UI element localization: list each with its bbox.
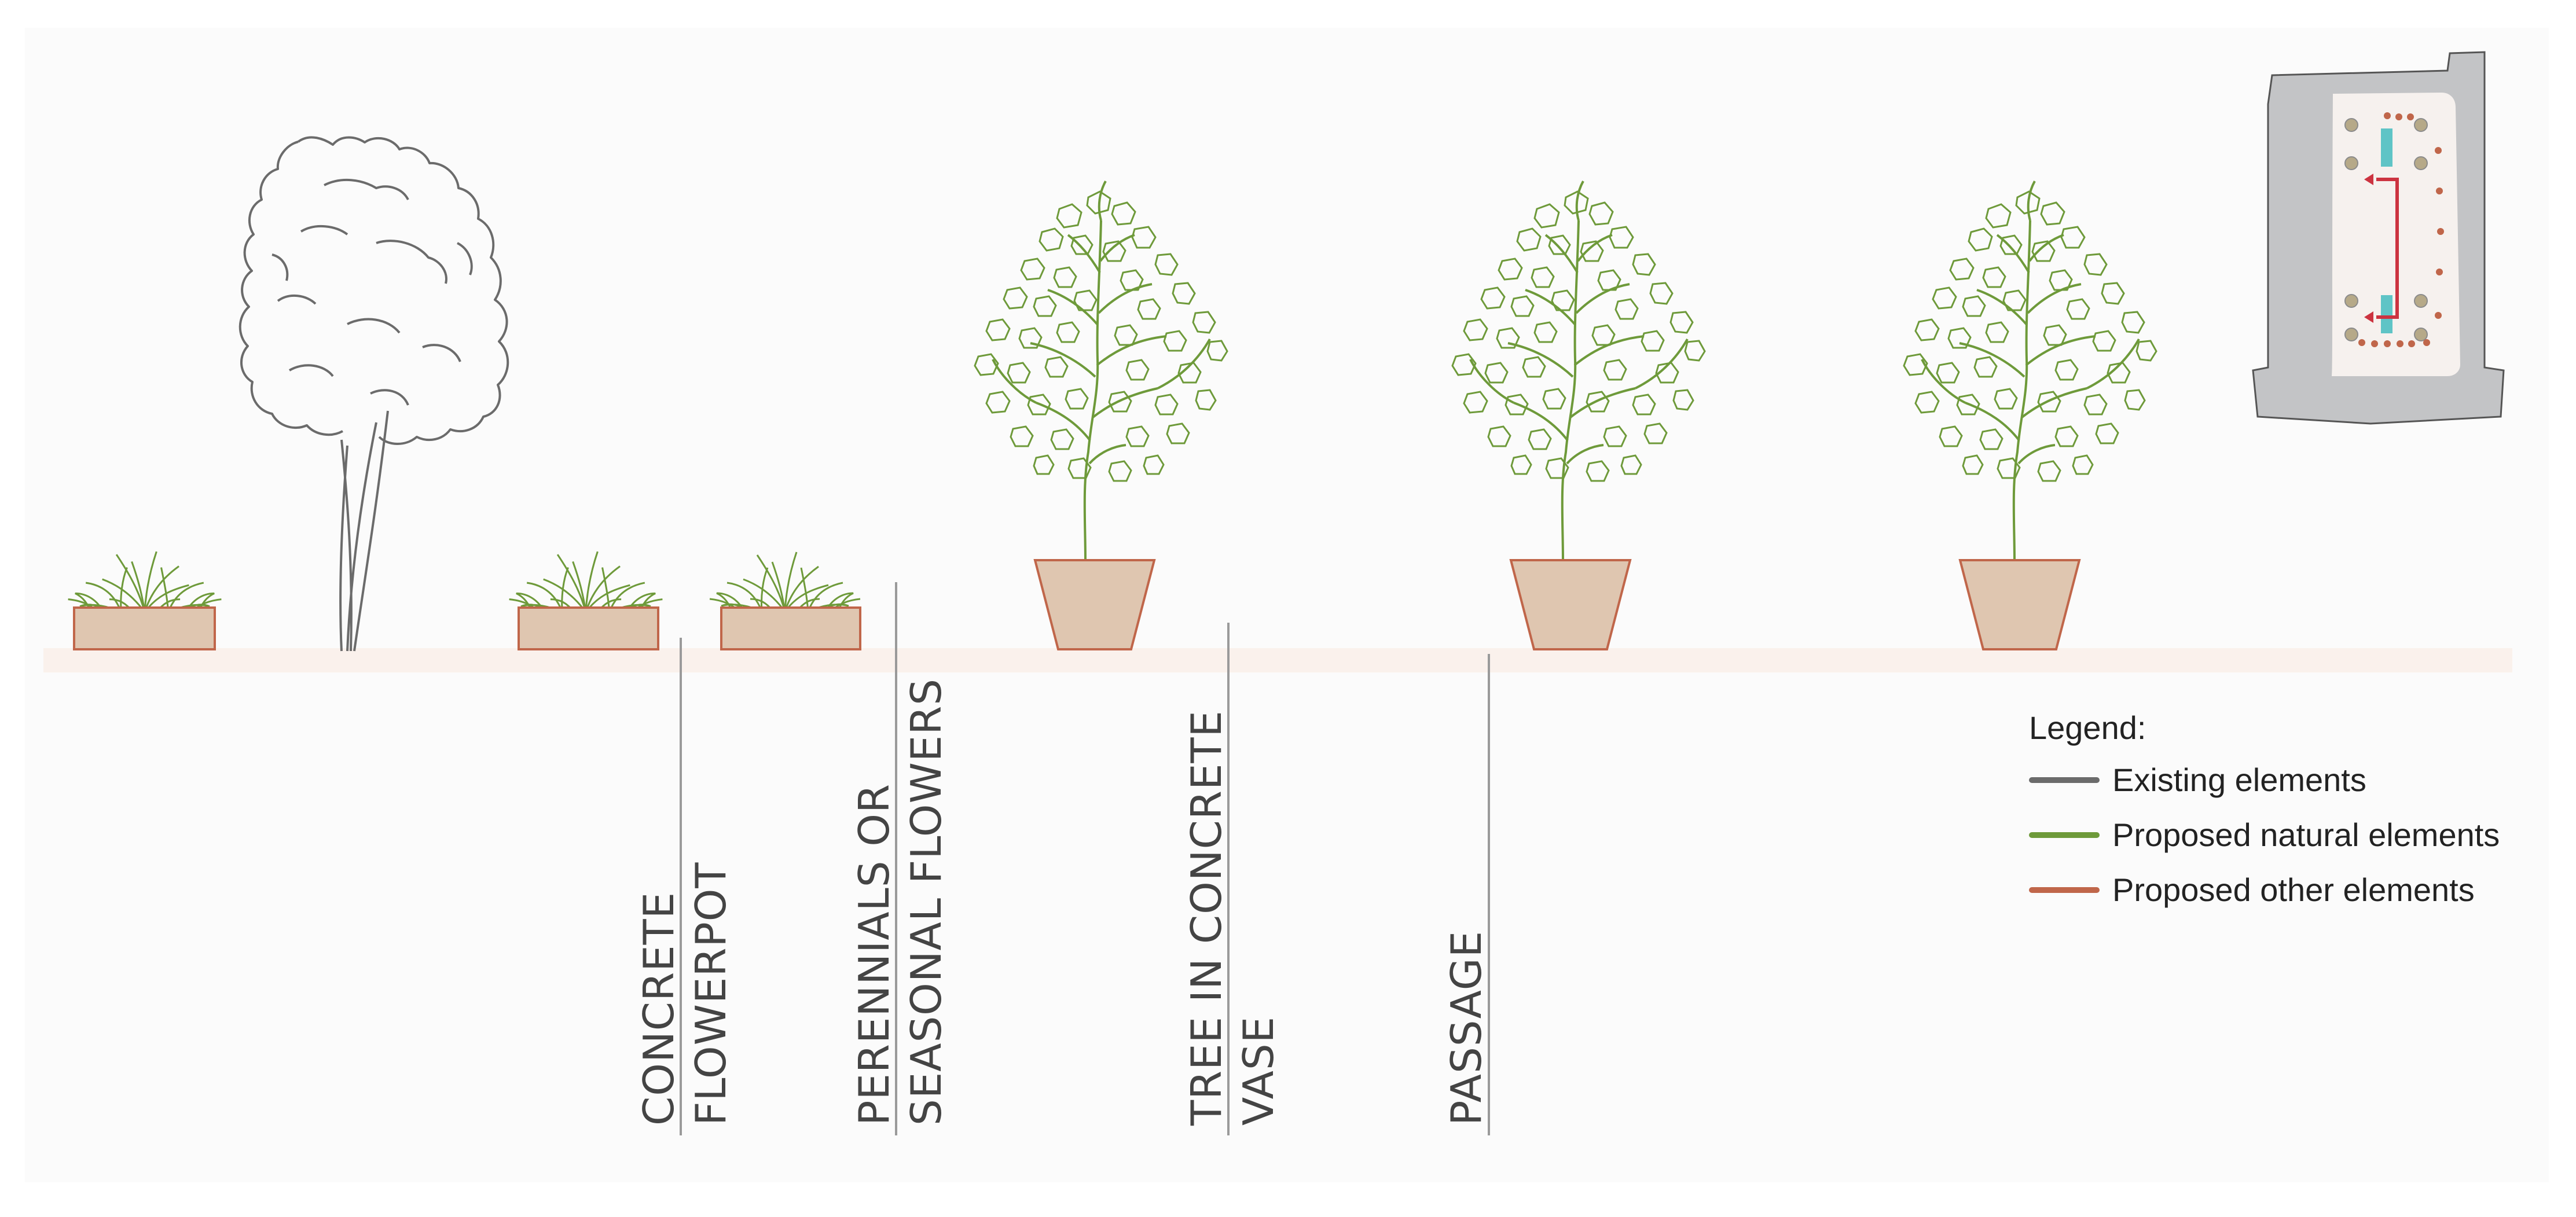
label-vase: VASE (1234, 1016, 1283, 1126)
tree-in-vase (1452, 181, 1705, 650)
legend-swatch (2029, 887, 2100, 893)
legend-label: Existing elements (2112, 762, 2366, 798)
label-concrete: CONCRETE (634, 891, 683, 1126)
planter-box (508, 550, 663, 650)
label-flowerpot: FLOWERPOT (687, 862, 735, 1126)
ground-line (43, 648, 2512, 672)
diagram-panel (25, 28, 2549, 1182)
label-passage: PASSAGE (1442, 930, 1491, 1126)
legend-swatch (2029, 777, 2100, 783)
legend: Legend: Existing elements Proposed natur… (2029, 709, 2500, 917)
planter-box (67, 550, 222, 650)
legend-label: Proposed other elements (2112, 872, 2475, 908)
legend-item-existing: Existing elements (2029, 752, 2500, 807)
legend-item-natural: Proposed natural elements (2029, 807, 2500, 862)
legend-title: Legend: (2029, 709, 2146, 746)
tree-in-vase (975, 181, 1227, 650)
label-tree-in-concrete: TREE IN CONCRETE (1182, 710, 1231, 1126)
legend-item-other: Proposed other elements (2029, 862, 2500, 917)
label-seasonal-flowers: SEASONAL FLOWERS (902, 678, 951, 1126)
site-plan-map (2252, 51, 2505, 425)
leader-lines (680, 582, 1490, 1135)
legend-swatch (2029, 832, 2100, 838)
existing-tree (238, 136, 509, 652)
tree-in-vase (1904, 181, 2156, 650)
label-perennials-or: PERENNIALS OR (850, 783, 898, 1126)
planter-box (709, 551, 861, 650)
legend-label: Proposed natural elements (2112, 817, 2500, 853)
